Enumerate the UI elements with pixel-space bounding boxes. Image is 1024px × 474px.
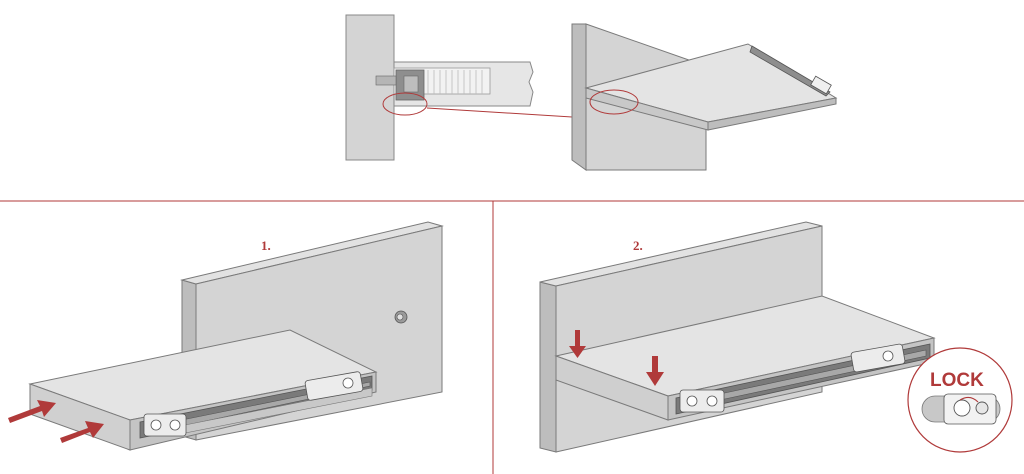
front-fitting-screw-2 bbox=[169, 419, 181, 431]
step-2-panel: 2. LOCK bbox=[539, 221, 1013, 453]
wall-stud bbox=[394, 310, 408, 324]
step2-back-panel-edge bbox=[539, 281, 557, 453]
lock-arrow bbox=[959, 396, 979, 403]
back-panel-front bbox=[571, 23, 587, 171]
step2-rear-fitting bbox=[850, 343, 906, 373]
front-fitting-body bbox=[143, 413, 187, 437]
rear-fitting-screw bbox=[342, 377, 354, 389]
top-detail bbox=[345, 14, 838, 171]
stud-center bbox=[396, 313, 404, 321]
hardware-rail bbox=[749, 45, 831, 97]
down-arrows bbox=[569, 330, 664, 386]
arrow-upper bbox=[8, 400, 56, 423]
step1-rear-fitting bbox=[304, 371, 364, 401]
step2-front-fitting-screw-1 bbox=[686, 395, 698, 407]
mounted-shelf-view bbox=[571, 23, 838, 171]
lock-cam bbox=[953, 399, 971, 417]
cross-section-detail bbox=[345, 14, 534, 161]
step-2-label: 2. bbox=[633, 238, 643, 253]
step2-front-fitting-screw-2 bbox=[706, 395, 718, 407]
lock-cam-center bbox=[975, 401, 989, 415]
detail-circle-left bbox=[382, 92, 428, 116]
step-1-label: 1. bbox=[261, 238, 271, 253]
push-arrows bbox=[8, 400, 104, 443]
step-1-panel: 1. bbox=[8, 221, 444, 451]
front-fitting-screw-1 bbox=[150, 419, 162, 431]
arrow-lower bbox=[60, 421, 104, 443]
step1-front-fitting bbox=[143, 413, 187, 437]
thread-hatching bbox=[427, 70, 483, 94]
step2-rear-fitting-body bbox=[850, 343, 906, 373]
step2-rear-fitting-screw bbox=[882, 350, 894, 362]
lock-label: LOCK bbox=[930, 370, 984, 391]
step2-front-fitting bbox=[679, 389, 725, 413]
detail-circle-right bbox=[589, 89, 639, 115]
arrow-down-left bbox=[569, 330, 586, 358]
arrow-down-center bbox=[646, 356, 664, 386]
lock-callout: LOCK bbox=[907, 347, 1013, 453]
shelf-side-face bbox=[707, 97, 837, 131]
bolt-thread bbox=[375, 75, 397, 86]
hardware-clip bbox=[810, 75, 832, 95]
wall-post-section bbox=[345, 14, 395, 161]
fitting-core bbox=[403, 75, 419, 93]
step2-front-fitting-body bbox=[679, 389, 725, 413]
